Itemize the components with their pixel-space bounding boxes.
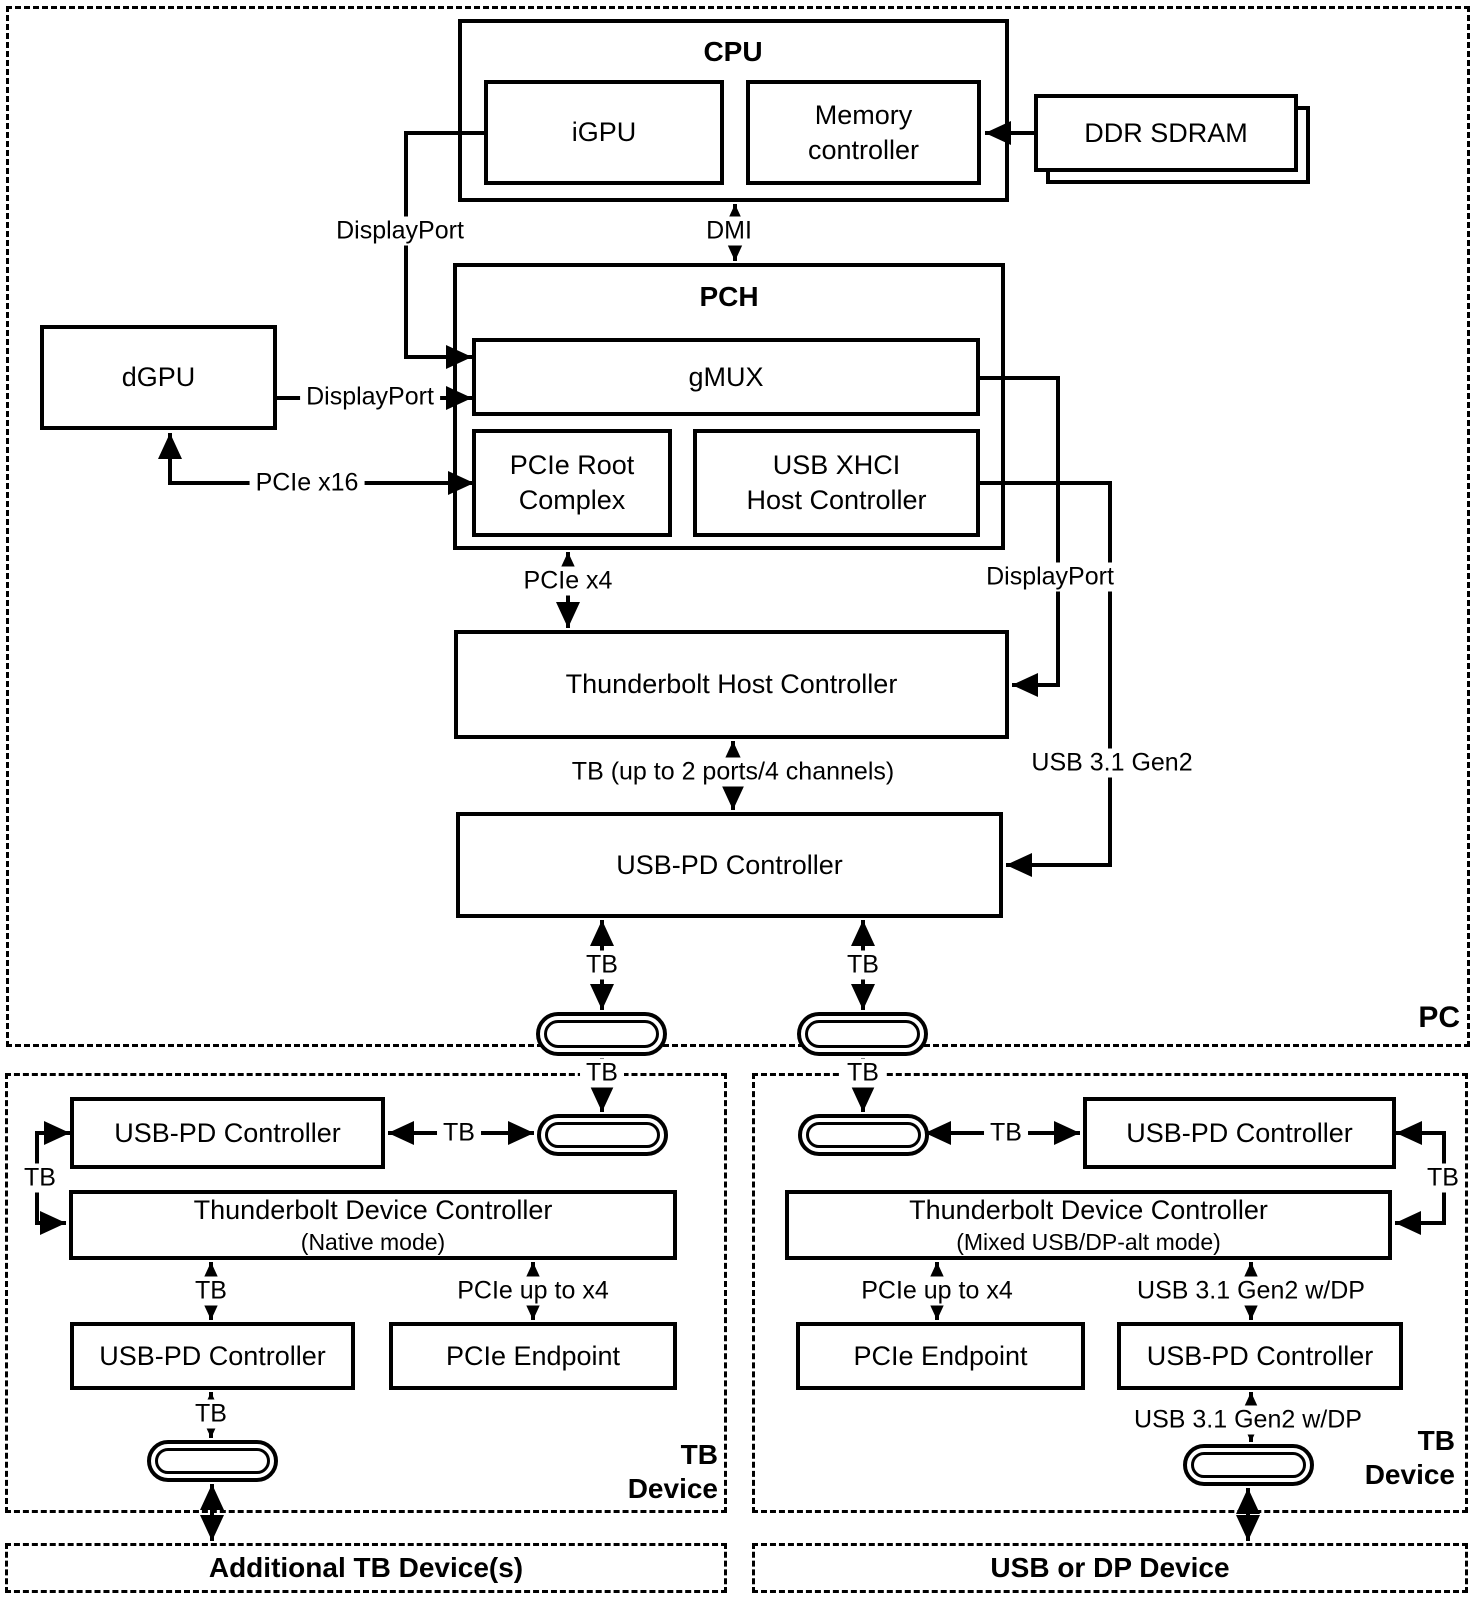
right-pcie-up-to-x4-label: PCIe up to x4	[855, 1276, 1019, 1306]
dgpu-displayport-label: DisplayPort	[300, 382, 440, 412]
left-device-tb-port	[537, 1114, 668, 1156]
left-device-loop-tb-label: TB	[18, 1163, 62, 1193]
usb31-gen2-label: USB 3.1 Gen2	[1025, 748, 1199, 778]
right-device-tb-port	[798, 1114, 929, 1156]
gmux-box: gMUX	[472, 338, 980, 416]
right-usb31dp-label: USB 3.1 Gen2 w/DP	[1131, 1276, 1371, 1306]
cpu-title: CPU	[703, 36, 763, 67]
dmi-label: DMI	[700, 216, 758, 246]
left-device-usbpd-top-box: USB-PD Controller	[70, 1097, 385, 1169]
pc-region-box	[6, 6, 1470, 1047]
gmux-displayport-line	[980, 376, 1060, 697]
igpu-displayport-label: DisplayPort	[330, 216, 470, 246]
left-device-usbpd-bottom-box: USB-PD Controller	[70, 1322, 355, 1390]
left-tdc-tb-label: TB	[189, 1276, 233, 1306]
tb-channels-label: TB (up to 2 ports/4 channels)	[565, 757, 901, 787]
left-tb-device-region-label: TB Device	[627, 1439, 718, 1504]
right-device-loop-tb-label: TB	[1421, 1163, 1465, 1193]
pcie-x16-label: PCIe x16	[249, 468, 365, 498]
right-device-usbpd-bottom-box: USB-PD Controller	[1117, 1322, 1403, 1390]
left-port-tb-label: TB	[189, 1399, 233, 1429]
left-pcie-up-to-x4-label: PCIe up to x4	[451, 1276, 615, 1306]
pcie-root-complex-box: PCIe Root Complex	[472, 429, 672, 537]
right-device-tb-port-inner	[806, 1122, 921, 1148]
left-device-downstream-port-inner	[155, 1448, 270, 1474]
right-device-downstream-port	[1183, 1444, 1314, 1486]
pc-usbpd-controller-box: USB-PD Controller	[456, 812, 1003, 918]
right-tdc-box: Thunderbolt Device Controller (Mixed USB…	[785, 1190, 1392, 1260]
thunderbolt-host-controller-box: Thunderbolt Host Controller	[454, 630, 1009, 739]
left-tdc-box: Thunderbolt Device Controller (Native mo…	[69, 1190, 677, 1260]
left-pcie-endpoint-box: PCIe Endpoint	[389, 1322, 677, 1390]
left-tb-device-region-box	[5, 1073, 727, 1513]
additional-tb-devices-box: Additional TB Device(s)	[5, 1543, 727, 1593]
right-device-downstream-port-inner	[1191, 1452, 1306, 1478]
left-device-tb-port-inner	[545, 1122, 660, 1148]
pch-title: PCH	[699, 281, 759, 312]
xhci-usb31-line	[980, 481, 1112, 877]
left-cable-tb-label: TB	[580, 1058, 624, 1088]
memory-controller-box: Memory controller	[746, 80, 981, 185]
right-device-usbpd-top-box: USB-PD Controller	[1083, 1097, 1396, 1169]
left-device-downstream-port	[147, 1440, 278, 1482]
pcie-x4-label: PCIe x4	[517, 566, 619, 596]
usb-xhci-box: USB XHCI Host Controller	[693, 429, 980, 537]
pc-right-tb-port-inner	[805, 1020, 920, 1048]
left-device-tb-label: TB	[437, 1118, 481, 1148]
right-pcie-endpoint-box: PCIe Endpoint	[796, 1322, 1085, 1390]
igpu-box: iGPU	[484, 80, 724, 185]
right-tb-device-region-label: TB Device	[1364, 1425, 1455, 1490]
cpu-box	[458, 19, 1009, 202]
left-tb-label: TB	[580, 950, 624, 980]
ddr-sdram-box: DDR SDRAM	[1034, 94, 1298, 172]
gmux-displayport-label: DisplayPort	[980, 562, 1120, 592]
pc-left-tb-port-inner	[544, 1020, 659, 1048]
pc-region-label: PC	[1418, 1001, 1460, 1034]
pc-left-tb-port	[536, 1012, 667, 1056]
right-tb-device-region-box	[752, 1073, 1468, 1513]
dgpu-box: dGPU	[40, 325, 277, 430]
right-tb-label: TB	[841, 950, 885, 980]
pcie-x16-line	[158, 433, 474, 495]
right-device-tb-label: TB	[984, 1118, 1028, 1148]
right-cable-tb-label: TB	[841, 1058, 885, 1088]
pc-right-tb-port	[797, 1012, 928, 1056]
usb-or-dp-device-box: USB or DP Device	[752, 1543, 1468, 1593]
